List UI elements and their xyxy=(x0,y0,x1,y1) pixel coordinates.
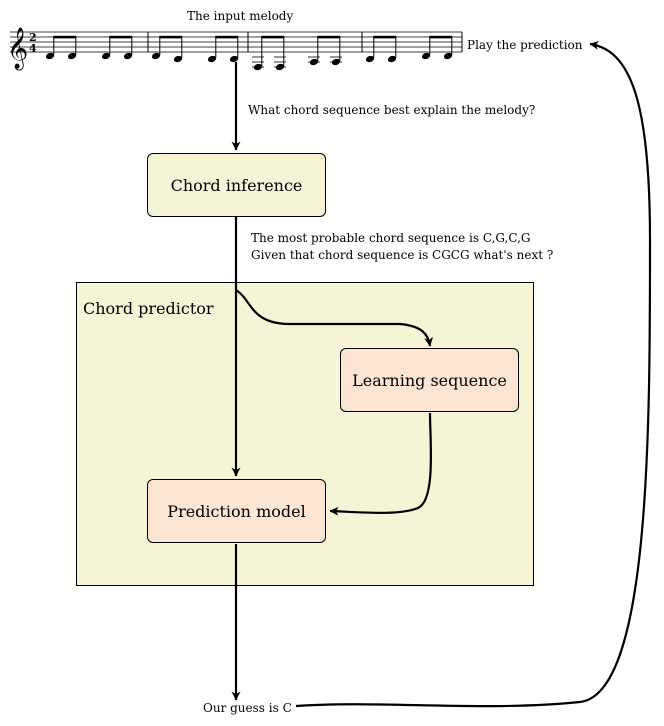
bar-lines xyxy=(147,32,463,52)
note-head xyxy=(443,52,453,60)
arrow-feedback-loop xyxy=(295,40,652,708)
learning-sequence-label: Learning sequence xyxy=(352,370,507,390)
note-head xyxy=(309,58,319,66)
music-staff xyxy=(10,31,462,53)
note-head xyxy=(365,55,375,63)
note-head xyxy=(275,63,285,71)
treble-clef-icon: 𝄞 xyxy=(7,27,28,70)
note-head xyxy=(101,52,111,60)
note-beam xyxy=(373,35,397,39)
chord-inference-box: Chord inference xyxy=(147,153,326,217)
inference-result-line-2: Given that chord sequence is CGCG what's… xyxy=(251,248,554,262)
note-beam xyxy=(109,35,133,39)
arrow-to-learning-sequence xyxy=(235,289,434,347)
note-beam xyxy=(429,35,453,39)
chord-inference-label: Chord inference xyxy=(170,175,303,195)
prediction-model-box: Prediction model xyxy=(147,479,326,543)
note-head xyxy=(123,52,133,60)
note-beam xyxy=(215,35,239,39)
melody-notes xyxy=(45,35,453,71)
note-head xyxy=(253,63,263,71)
note-beam xyxy=(159,35,183,39)
melody-caption: The input melody xyxy=(187,9,294,23)
note-head xyxy=(173,55,183,63)
note-beam xyxy=(317,35,341,39)
note-head xyxy=(387,55,397,63)
question-label: What chord sequence best explain the mel… xyxy=(248,103,536,117)
play-prediction-label: Play the prediction xyxy=(467,38,583,52)
time-signature-bottom: 4 xyxy=(29,42,37,55)
prediction-model-label: Prediction model xyxy=(167,501,306,521)
note-head xyxy=(67,52,77,60)
output-guess-label: Our guess is C xyxy=(203,701,292,715)
note-head xyxy=(45,52,55,60)
note-head xyxy=(421,52,431,60)
note-head xyxy=(151,52,161,60)
learning-sequence-box: Learning sequence xyxy=(340,348,519,412)
note-beam xyxy=(261,35,285,39)
arrow-learning-to-prediction xyxy=(329,412,433,516)
note-beam xyxy=(53,35,77,39)
chord-predictor-title: Chord predictor xyxy=(83,299,214,318)
note-head xyxy=(331,58,341,66)
inference-result-line-1: The most probable chord sequence is C,G,… xyxy=(251,231,531,245)
note-head xyxy=(207,55,217,63)
time-signature-top: 2 xyxy=(29,31,37,44)
note-head xyxy=(229,55,239,63)
